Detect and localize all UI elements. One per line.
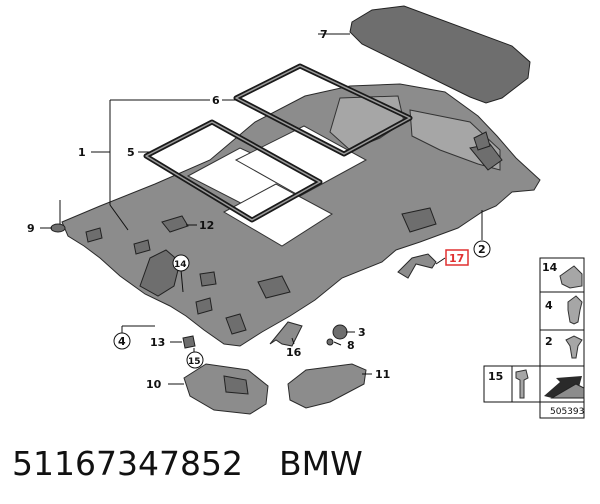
screw-icon xyxy=(515,369,529,399)
callout-11: 11 xyxy=(375,368,390,381)
wedge-icon xyxy=(550,383,585,399)
callout-14: 14 xyxy=(174,260,187,270)
sun-visor-left xyxy=(183,363,269,415)
highlighted-part-17: 17 xyxy=(445,249,469,266)
legend-label-2: 2 xyxy=(545,335,553,348)
push-clip-icon xyxy=(565,335,583,359)
callout-9: 9 xyxy=(27,222,35,235)
circled-callouts: 2 14 4 15 xyxy=(113,240,491,369)
sun-visor-right xyxy=(287,363,367,409)
diagram-code: 505393 xyxy=(550,407,584,417)
callout-16: 16 xyxy=(286,346,302,359)
callout-5: 5 xyxy=(127,146,135,159)
small-clips xyxy=(50,215,437,349)
callout-13: 13 xyxy=(150,336,165,349)
callout-1: 1 xyxy=(78,146,86,159)
fastener-legend: 14 4 2 15 505393 xyxy=(483,257,585,419)
clip-icon xyxy=(559,265,583,289)
callout-7: 7 xyxy=(320,28,328,41)
expanding-rivet-icon xyxy=(567,295,583,325)
part-number: 51167347852 xyxy=(12,443,243,483)
exploded-parts-diagram: 1 5 6 7 9 12 13 3 8 16 10 11 2 14 4 15 1… xyxy=(27,5,585,419)
brand-name: BMW xyxy=(278,443,363,483)
legend-label-4: 4 xyxy=(545,299,553,312)
callout-17: 17 xyxy=(449,252,464,265)
callout-2: 2 xyxy=(478,243,486,256)
callout-15: 15 xyxy=(188,357,201,367)
callout-labels: 1 5 6 7 9 12 13 3 8 16 10 11 xyxy=(27,28,390,391)
leader-lines xyxy=(40,33,483,385)
callout-6: 6 xyxy=(212,94,220,107)
callout-8: 8 xyxy=(347,339,355,352)
legend-label-15: 15 xyxy=(488,370,503,383)
sunroof-seal-frame xyxy=(143,119,323,223)
callout-12: 12 xyxy=(199,219,214,232)
callout-3: 3 xyxy=(358,326,366,339)
legend-label-14: 14 xyxy=(542,261,558,274)
sunroof-seal-rear xyxy=(233,63,413,157)
sunroof-cover-panel xyxy=(349,5,531,104)
part-caption: 51167347852 BMW xyxy=(12,438,363,488)
callout-10: 10 xyxy=(146,378,162,391)
callout-4: 4 xyxy=(118,335,126,348)
